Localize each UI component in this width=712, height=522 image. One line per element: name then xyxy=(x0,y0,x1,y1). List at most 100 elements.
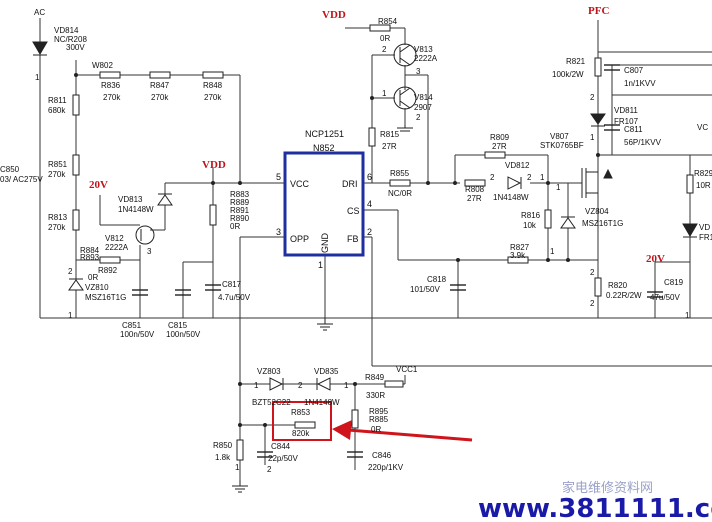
resistor-r811 xyxy=(72,94,80,116)
ic-pin-cs: CS xyxy=(347,206,360,216)
pin-num: 1 xyxy=(685,311,690,320)
value-vd835: 1N4148W xyxy=(304,398,340,407)
zener-vz804 xyxy=(560,216,576,229)
label-r893: R893 xyxy=(80,253,100,262)
transistor-v813 xyxy=(393,43,417,67)
value-c817: 4.7u/50V xyxy=(218,293,251,302)
label-c819: C819 xyxy=(664,278,684,287)
value-r853: 820k xyxy=(292,429,310,438)
label-r849: R849 xyxy=(365,373,385,382)
label-r829: R829 xyxy=(694,169,712,178)
ic-pin-vcc: VCC xyxy=(290,179,310,189)
ic-pin-gnd: GND xyxy=(320,233,330,254)
label-c807: C807 xyxy=(624,66,644,75)
label-r821: R821 xyxy=(566,57,586,66)
label-r847: R847 xyxy=(150,81,170,90)
resistor-r813 xyxy=(72,209,80,231)
value-c818: 101/50V xyxy=(410,285,440,294)
pin-num: 1 xyxy=(556,183,561,192)
diode-vd814 xyxy=(32,41,48,56)
resistor-r892 xyxy=(99,256,121,264)
value-r813: 270k xyxy=(48,223,66,232)
label-r885: R885 xyxy=(369,415,389,424)
resistor-r883 xyxy=(209,204,217,226)
pin-num: 1 xyxy=(590,133,595,142)
pin-num: 1 xyxy=(550,247,555,256)
rail-20v-left: 20V xyxy=(89,179,108,191)
capacitor-c846 xyxy=(347,451,363,458)
capacitor-c815 xyxy=(175,289,191,296)
zener-vz803 xyxy=(269,377,284,391)
value-r811: 680k xyxy=(48,106,66,115)
capacitor-c851 xyxy=(132,289,148,296)
pin-num: 3 xyxy=(416,67,421,76)
label-v807: V807 xyxy=(550,132,569,141)
resistor-r809 xyxy=(484,151,506,159)
label-v812: V812 xyxy=(105,234,124,243)
grounds xyxy=(232,125,413,493)
rail-pfc: PFC xyxy=(588,5,609,17)
label-vd814-value: NC/R208 xyxy=(54,35,87,44)
value-r848: 270k xyxy=(204,93,222,102)
rail-vcc1: VCC1 xyxy=(396,365,418,374)
label-r808: R808 xyxy=(465,185,485,194)
label-vz810: VZ810 xyxy=(85,283,109,292)
capacitor-c818 xyxy=(450,284,466,291)
diodes xyxy=(32,41,698,391)
label-r813: R813 xyxy=(48,213,68,222)
junctions xyxy=(74,73,600,427)
label-r855: R855 xyxy=(390,169,410,178)
value-c807: 1n/1KVV xyxy=(624,79,656,88)
value-v812: 2222A xyxy=(105,243,129,252)
ground-ic xyxy=(317,318,333,331)
pin-numbers: 1 2 3 1 2 3 1 2 1 2 1 2 2 1 1 2 1 2 2 1 … xyxy=(35,45,690,474)
resistor-r815 xyxy=(368,127,376,147)
label-r892: R892 xyxy=(98,266,118,275)
value-vz804: MSZ16T1G xyxy=(582,219,623,228)
value-r808: 27R xyxy=(467,194,482,203)
ic-pin-fb: FB xyxy=(347,234,359,244)
resistor-r855 xyxy=(389,179,411,187)
label-vd835: VD835 xyxy=(314,367,339,376)
label-r889: R889 xyxy=(230,198,250,207)
diode-vd813 xyxy=(157,193,173,206)
ic-pin-gnd-num: 1 xyxy=(318,260,323,270)
value-vd813: 1N4148W xyxy=(118,205,154,214)
value-vd-right: FR1 xyxy=(699,233,712,242)
capacitor-c819 xyxy=(647,291,663,298)
label-c846: C846 xyxy=(372,451,392,460)
value-r820: 0.22R/2W xyxy=(606,291,642,300)
capacitors xyxy=(132,64,663,458)
pin-num: 2 xyxy=(382,45,387,54)
label-r854: R854 xyxy=(378,17,398,26)
diode-vd811 xyxy=(590,113,606,127)
value-r851: 270k xyxy=(48,170,66,179)
ic-pin-dri: DRI xyxy=(342,179,358,189)
value-r895: 0R xyxy=(371,425,381,434)
label-r851: R851 xyxy=(48,160,68,169)
ic-pin-opp: OPP xyxy=(290,234,309,244)
value-v807: STK0765BF xyxy=(540,141,584,150)
label-r811: R811 xyxy=(48,96,67,105)
value-r821: 100k/2W xyxy=(552,70,584,79)
highlight-arrow-line xyxy=(347,428,473,442)
watermark-cn: 家电维修资料网 xyxy=(562,480,653,496)
value-r849: 330R xyxy=(366,391,385,400)
value-c819: 47u/50V xyxy=(650,293,680,302)
resistor-r829 xyxy=(686,174,694,194)
watermark: 家电维修资料网 www.3811111.com xyxy=(478,480,712,522)
value-v813: 2222A xyxy=(414,54,438,63)
value-v814: 2907 xyxy=(414,103,432,112)
value-c851: 100n/50V xyxy=(120,330,155,339)
capacitor-c817 xyxy=(205,284,221,291)
value-vd812: 1N4148W xyxy=(493,193,529,202)
label-vd811: VD811 xyxy=(614,106,638,115)
label-r816: R816 xyxy=(521,211,541,220)
ground-bottom xyxy=(232,480,248,493)
resistor-r849 xyxy=(384,380,404,388)
resistor-r854 xyxy=(369,24,391,32)
transistor-v814 xyxy=(393,86,417,110)
zener-vz810 xyxy=(68,278,84,291)
label-v814: V814 xyxy=(414,93,433,102)
